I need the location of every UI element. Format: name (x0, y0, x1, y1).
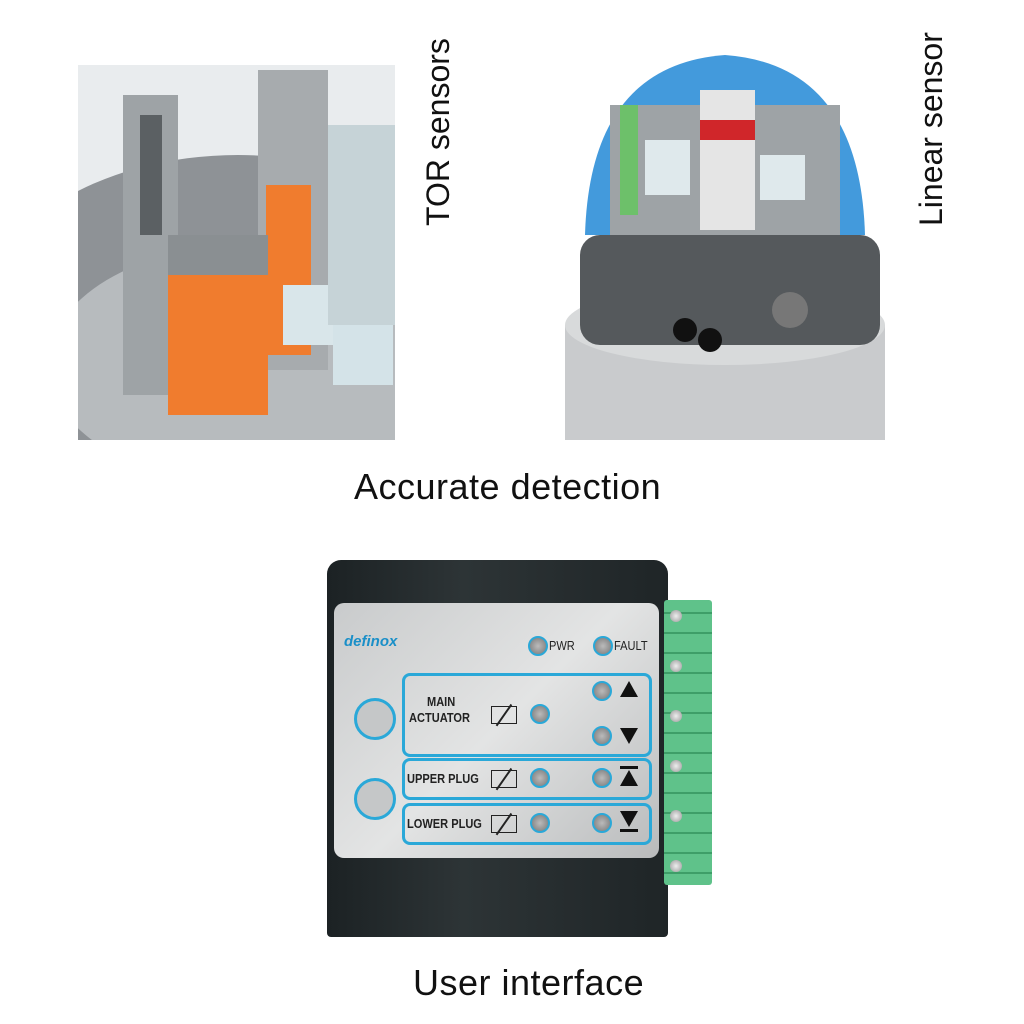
upper-plug-arrow-icon (620, 770, 638, 786)
upper-plug-group: UPPER PLUG (402, 758, 652, 800)
tor-sensors-label: TOR sensors (420, 38, 456, 226)
pwr-led (528, 636, 548, 656)
lower-plug-arrow-icon (620, 811, 638, 827)
fault-led (593, 636, 613, 656)
accurate-detection-caption: Accurate detection (354, 466, 662, 507)
linear-sensor-label: Linear sensor (913, 32, 949, 226)
interface-panel: definox PWR FAULT MAIN ACTUATOR UPPER PL… (334, 603, 659, 858)
tor-sensors-illustration (78, 65, 395, 440)
main-actuator-label-2: ACTUATOR (409, 710, 470, 725)
lower-plug-label: LOWER PLUG (407, 816, 482, 831)
brand-logo: definox (344, 633, 398, 650)
main-actuator-led (530, 704, 550, 724)
terminal-screw (670, 610, 682, 622)
open-led (592, 681, 612, 701)
terminal-screw (670, 810, 682, 822)
lower-plug-status-led (592, 813, 612, 833)
user-interface-caption: User interface (413, 962, 645, 1003)
down-arrow-icon (620, 728, 638, 744)
terminal-screw (670, 710, 682, 722)
terminal-screw (670, 660, 682, 672)
relay-icon (491, 815, 517, 833)
lower-plug-led (530, 813, 550, 833)
main-actuator-label-1: MAIN (427, 694, 456, 709)
up-arrow-icon (620, 681, 638, 697)
upper-plug-status-led (592, 768, 612, 788)
relay-icon (491, 706, 517, 724)
relay-icon (491, 770, 517, 788)
upper-plug-label: UPPER PLUG (407, 771, 479, 786)
pwr-label: PWR (549, 638, 575, 653)
main-actuator-button[interactable] (354, 698, 396, 740)
upper-plug-led (530, 768, 550, 788)
linear-sensor-illustration (560, 45, 890, 440)
terminal-screw (670, 760, 682, 772)
plug-button[interactable] (354, 778, 396, 820)
terminal-block (664, 600, 712, 885)
fault-label: FAULT (614, 638, 648, 653)
terminal-screw (670, 860, 682, 872)
upper-bar-icon (620, 766, 638, 769)
lower-bar-icon (620, 829, 638, 832)
lower-plug-group: LOWER PLUG (402, 803, 652, 845)
close-led (592, 726, 612, 746)
main-actuator-group: MAIN ACTUATOR (402, 673, 652, 757)
